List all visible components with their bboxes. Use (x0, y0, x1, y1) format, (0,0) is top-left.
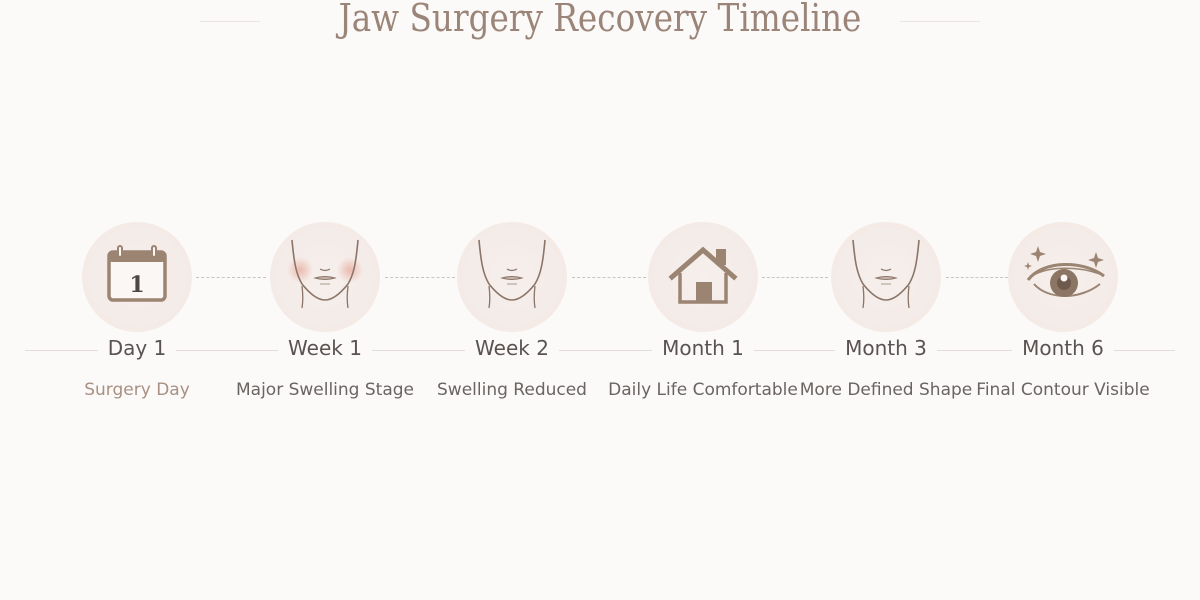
step-label: Week 2 (412, 336, 612, 360)
face-icon (852, 239, 920, 309)
title-header: Jaw Surgery Recovery Timeline (0, 0, 1200, 50)
step-icon-circle (270, 222, 380, 332)
title-rule-left (200, 21, 260, 22)
step-description: Swelling Reduced (437, 380, 587, 400)
timeline-step-month-6: Month 6 Final Contour Visible (963, 0, 1163, 600)
page-title: Jaw Surgery Recovery Timeline (338, 0, 862, 40)
step-icon-circle (457, 222, 567, 332)
timeline-step-day-1: 1 Day 1 Surgery Day (37, 0, 237, 600)
step-icon-circle (831, 222, 941, 332)
step-icon-circle (648, 222, 758, 332)
eye-sparkle-icon (1024, 246, 1105, 297)
step-label: Day 1 (37, 336, 237, 360)
step-description: Final Contour Visible (976, 380, 1150, 400)
step-icon-circle (1008, 222, 1118, 332)
connector-2 (385, 277, 455, 278)
step-label: Month 1 (603, 336, 803, 360)
connector-4 (762, 277, 828, 278)
calendar-icon: 1 (107, 245, 167, 302)
step-description: Daily Life Comfortable (608, 380, 798, 400)
house-icon (668, 246, 738, 304)
timeline-step-month-1: Month 1 Daily Life Comfortable (603, 0, 803, 600)
step-description: More Defined Shape (799, 380, 973, 400)
step-description: Major Swelling Stage (235, 380, 415, 400)
step-description: Surgery Day (84, 380, 190, 400)
step-label: Month 6 (963, 336, 1163, 360)
face-icon (478, 239, 546, 309)
svg-text:1: 1 (129, 272, 144, 298)
swollen-face-icon (287, 239, 363, 309)
title-rule-right (900, 21, 980, 22)
step-label: Month 3 (786, 336, 986, 360)
connector-3 (572, 277, 646, 278)
step-icon-circle: 1 (82, 222, 192, 332)
timeline-step-week-2: Week 2 Swelling Reduced (412, 0, 612, 600)
label-rule (25, 350, 1175, 351)
step-label: Week 1 (225, 336, 425, 360)
connector-5 (946, 277, 1008, 278)
timeline-step-week-1: Week 1 Major Swelling Stage (225, 0, 425, 600)
timeline-step-month-3: Month 3 More Defined Shape (786, 0, 986, 600)
connector-1 (196, 277, 266, 278)
